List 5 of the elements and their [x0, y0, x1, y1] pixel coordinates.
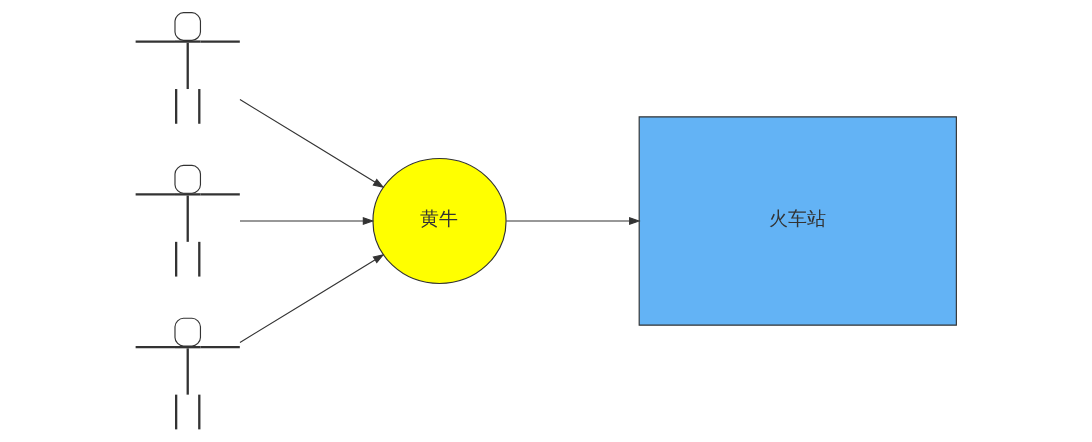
arrow: [239, 98, 385, 188]
arrow: [505, 216, 641, 226]
arrow: [239, 254, 385, 344]
node-box: 火车站: [638, 116, 957, 326]
arrow: [239, 216, 375, 226]
